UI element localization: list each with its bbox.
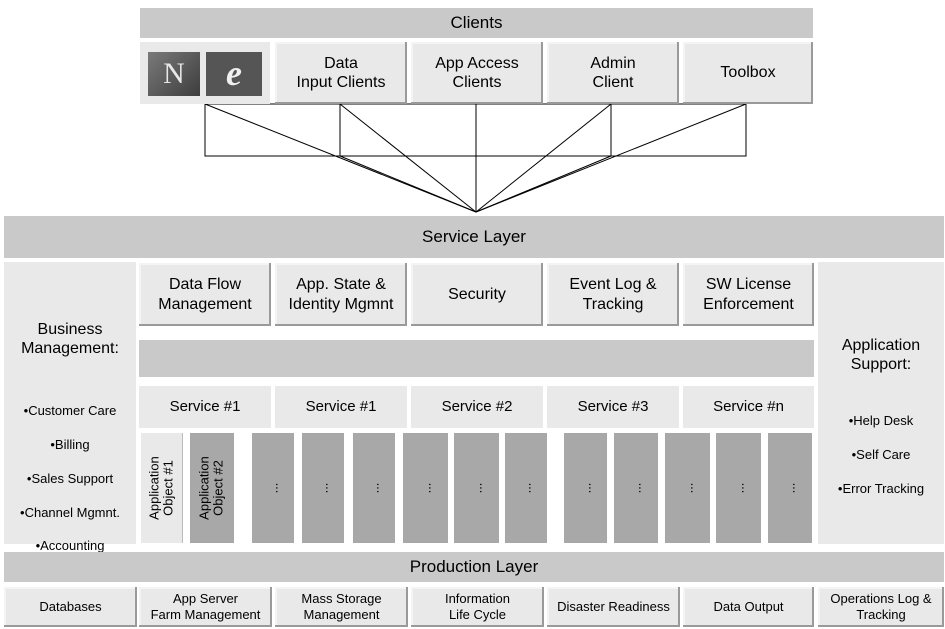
toolbox: Toolbox bbox=[683, 42, 813, 104]
netscape-icon: N bbox=[148, 52, 200, 96]
object-placeholder-3: ... bbox=[353, 433, 395, 543]
connector-data-input bbox=[339, 103, 477, 213]
business-management-title: Business Management: bbox=[21, 321, 119, 358]
as-item-self-care: •Self Care bbox=[851, 447, 911, 463]
service-2: Service #2 bbox=[411, 386, 543, 428]
application-support-panel: Application Support: •Help Desk •Self Ca… bbox=[818, 262, 944, 544]
app-server-farm-management: App Server Farm Management bbox=[139, 587, 272, 627]
service-bus-band bbox=[139, 340, 814, 377]
bm-item-customer-care: •Customer Care bbox=[23, 403, 117, 419]
bm-item-billing: •Billing bbox=[50, 437, 90, 453]
object-placeholder-5: ... bbox=[454, 433, 499, 543]
app-access-clients: App Access Clients bbox=[411, 42, 543, 104]
connector-admin-low bbox=[475, 155, 612, 213]
mass-storage-management: Mass Storage Management bbox=[275, 587, 408, 627]
object-placeholder-4: ... bbox=[403, 433, 448, 543]
app-state-identity-mgmnt: App. State & Identity Mgmnt bbox=[275, 263, 407, 326]
event-log-tracking: Event Log & Tracking bbox=[547, 263, 679, 326]
service-1b: Service #1 bbox=[275, 386, 407, 428]
bm-item-sales-support: •Sales Support bbox=[26, 470, 114, 486]
application-object-2: Application Object #2 bbox=[190, 433, 234, 543]
object-placeholder-2: ... bbox=[302, 433, 344, 543]
connector-browser bbox=[204, 103, 477, 213]
clients-header: Clients bbox=[140, 8, 813, 38]
as-item-help-desk: •Help Desk bbox=[848, 413, 914, 429]
disaster-readiness: Disaster Readiness bbox=[547, 587, 680, 627]
browser-clients: N e bbox=[140, 42, 270, 104]
object-placeholder-8: ... bbox=[614, 433, 658, 543]
object-placeholder-10: ... bbox=[716, 433, 761, 543]
application-object-1: Application Object #1 bbox=[141, 433, 183, 543]
object-placeholder-11: ... bbox=[768, 433, 812, 543]
admin-client: Admin Client bbox=[547, 42, 679, 104]
databases: Databases bbox=[4, 587, 137, 627]
production-layer-header: Production Layer bbox=[4, 552, 944, 582]
bm-item-channel-mgmnt: •Channel Mgmnt. bbox=[20, 504, 120, 520]
operations-log-tracking: Operations Log & Tracking bbox=[818, 587, 944, 627]
service-1a: Service #1 bbox=[139, 386, 271, 428]
object-placeholder-1: ... bbox=[252, 433, 294, 543]
connector-toolbox bbox=[475, 103, 747, 213]
connector-admin bbox=[475, 103, 612, 213]
data-output: Data Output bbox=[683, 587, 814, 627]
as-item-error-tracking: •Error Tracking bbox=[837, 480, 925, 496]
service-3: Service #3 bbox=[547, 386, 679, 428]
security: Security bbox=[411, 263, 543, 326]
object-placeholder-6: ... bbox=[505, 433, 547, 543]
service-layer-header: Service Layer bbox=[4, 216, 944, 258]
service-n: Service #n bbox=[683, 386, 814, 428]
connector-data-input-low bbox=[339, 155, 477, 213]
bm-item-accounting: •Accounting bbox=[35, 538, 105, 554]
data-input-clients: Data Input Clients bbox=[275, 42, 407, 104]
business-management-panel: Business Management: •Customer Care •Bil… bbox=[4, 262, 136, 553]
information-life-cycle: Information Life Cycle bbox=[411, 587, 544, 627]
object-placeholder-7: ... bbox=[564, 433, 607, 543]
application-support-title: Application Support: bbox=[841, 337, 921, 374]
sw-license-enforcement: SW License Enforcement bbox=[683, 263, 814, 326]
internet-explorer-icon: e bbox=[206, 52, 262, 96]
object-placeholder-9: ... bbox=[665, 433, 710, 543]
data-flow-management: Data Flow Management bbox=[139, 263, 271, 326]
